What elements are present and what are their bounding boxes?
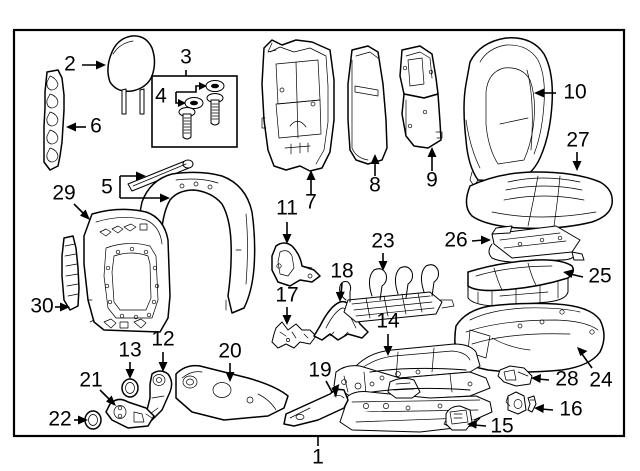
callout-26: 26	[444, 229, 467, 252]
part-seat-back-rod	[127, 159, 194, 192]
part-side-bolster	[347, 45, 388, 165]
callout-23: 23	[371, 230, 394, 253]
callout-22: 22	[48, 408, 71, 431]
diagram-border	[12, 28, 626, 438]
callout-20: 20	[218, 340, 241, 363]
callout-25: 25	[588, 265, 611, 288]
callout-30: 30	[30, 295, 53, 318]
callout-4: 4	[155, 85, 167, 108]
part-mounting-clip	[497, 365, 533, 387]
part-wire-harness-clip	[505, 391, 537, 415]
callout-leaders	[55, 60, 593, 446]
part-seat-back-trim-cover	[465, 171, 613, 230]
callout-13: 13	[118, 339, 141, 362]
part-adjuster-link	[145, 370, 173, 421]
callout-12: 12	[151, 328, 174, 351]
part-pivot-bracket	[271, 321, 317, 349]
callout-14: 14	[376, 310, 400, 333]
callout-19: 19	[308, 359, 331, 382]
part-handle-bushing	[84, 410, 102, 430]
callout-7: 7	[305, 191, 317, 214]
callout-1: 1	[312, 446, 324, 469]
part-cushion-frame-trim	[488, 225, 585, 263]
callout-16: 16	[559, 398, 582, 421]
part-fastener-kit	[151, 75, 238, 148]
part-recliner-bracket	[271, 242, 321, 287]
part-cushion-suspension-springs	[339, 264, 455, 323]
part-seat-back-panel	[261, 39, 335, 172]
callout-10: 10	[563, 81, 586, 104]
callout-numbers: 1 2 3 4 5 6 7 8 9 10 11 12 13 14 15 16 1…	[30, 46, 613, 469]
callout-8: 8	[369, 174, 381, 197]
part-side-cover-panel	[175, 364, 289, 421]
part-seat-cushion-pad	[453, 302, 605, 373]
callout-18: 18	[330, 260, 353, 283]
part-seat-back-side-panel	[399, 45, 443, 149]
callout-29: 29	[52, 182, 75, 205]
callout-27: 27	[566, 129, 589, 152]
callout-28: 28	[555, 368, 578, 391]
part-head-restraint	[107, 35, 156, 115]
callout-6: 6	[90, 115, 102, 138]
callout-3: 3	[180, 46, 192, 69]
callout-5: 5	[101, 176, 113, 199]
callout-15: 15	[490, 415, 513, 438]
callout-24: 24	[589, 369, 613, 392]
callout-17: 17	[275, 284, 298, 307]
callout-9: 9	[426, 169, 438, 192]
callout-21: 21	[79, 369, 102, 392]
part-side-trim-strip	[43, 69, 65, 171]
part-seat-back-frame-left	[61, 208, 171, 333]
callout-2: 2	[64, 53, 76, 76]
callout-11: 11	[276, 197, 298, 220]
part-bushing-ring	[121, 378, 139, 398]
part-seat-control-module	[443, 405, 473, 431]
